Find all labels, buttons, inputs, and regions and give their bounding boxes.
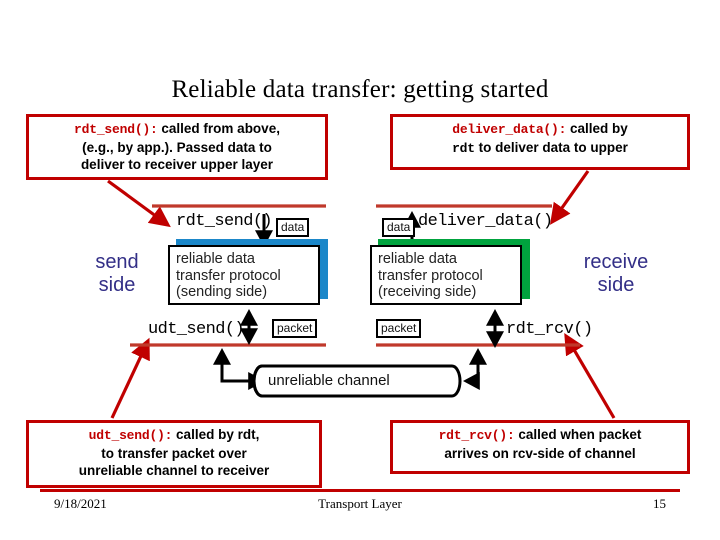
callout-text: to transfer packet over (101, 445, 247, 461)
callout-udt-send: udt_send(): called by rdt, to transfer p… (26, 420, 322, 488)
callout-rdt-rcv: rdt_rcv(): called when packet arrives on… (390, 420, 690, 474)
callout-text: called from above, (157, 121, 280, 136)
callout-rdt-send: rdt_send(): called from above, (e.g., by… (26, 114, 328, 180)
callout-text: deliver to receiver upper layer (80, 156, 274, 172)
callout-text: unreliable channel to receiver (78, 462, 270, 478)
tag-packet-left: packet (272, 319, 318, 338)
layer-separator-lines (130, 204, 580, 347)
callout-text: arrives on rcv-side of channel (444, 445, 636, 461)
label-rdt-rcv: rdt_rcv() (506, 320, 593, 339)
callout-line: rdt_send(): called from above, (33, 120, 321, 139)
callout-deliver-data: deliver_data(): called by rdt to deliver… (390, 114, 690, 170)
arrow-channel-right-elbow (462, 348, 487, 390)
footer-title: Transport Layer (318, 496, 402, 511)
protocol-line: reliable data (378, 251, 457, 267)
code-token-deliver-data: deliver_data(): (452, 122, 567, 137)
code-token-rdt-rcv: rdt_rcv(): (438, 428, 515, 443)
protocol-box-sending-side: reliable data transfer protocol (sending… (168, 245, 320, 305)
send-side-label: send side (82, 251, 152, 297)
code-token-rdt: rdt (452, 140, 475, 156)
leader-arrow-top-right (549, 170, 590, 225)
label-deliver-data: deliver_data() (418, 212, 553, 231)
callout-line: udt_send(): called by rdt, (33, 426, 315, 445)
leader-arrow-bottom-right (564, 332, 616, 419)
callout-line: rdt_rcv(): called when packet (397, 426, 683, 445)
callout-leader-arrows (107, 170, 616, 419)
callout-line: deliver_data(): called by (397, 120, 683, 139)
footer-date: 9/18/2021 (54, 496, 107, 511)
tag-data-left: data (276, 218, 310, 237)
receive-side-line1: receive (583, 251, 649, 273)
footer-page-number: 15 (653, 496, 666, 511)
callout-text: called by (566, 121, 628, 136)
callout-text: to deliver data to upper (474, 139, 628, 155)
footer-rule (40, 489, 680, 492)
send-side-line1: send (95, 251, 139, 273)
protocol-line: (sending side) (176, 284, 268, 301)
receive-side-line2: side (597, 274, 635, 297)
receive-side-label: receive side (570, 251, 662, 297)
page-title: Reliable data transfer: getting started (171, 76, 549, 103)
tag-data-right: data (382, 218, 416, 237)
callout-line: rdt to deliver data to upper (397, 139, 683, 158)
unreliable-channel-shape (252, 364, 462, 398)
protocol-line: reliable data (176, 251, 255, 267)
protocol-line: transfer protocol (378, 267, 483, 284)
callout-text: (e.g., by app.). Passed data to (82, 139, 272, 155)
code-token-rdt-send: rdt_send(): (74, 122, 158, 137)
callout-text: called when packet (514, 427, 642, 442)
leader-arrow-bottom-left (110, 337, 150, 419)
label-udt-send: udt_send() (148, 320, 245, 339)
callout-text: called by rdt, (172, 427, 260, 442)
protocol-line: transfer protocol (176, 267, 281, 284)
label-rdt-send: rdt_send() (176, 212, 273, 231)
unreliable-channel-label: unreliable channel (268, 372, 390, 389)
arrow-channel-left-elbow (213, 348, 266, 390)
send-side-line2: side (98, 274, 136, 297)
protocol-box-receiving-side: reliable data transfer protocol (receivi… (370, 245, 522, 305)
protocol-line: (receiving side) (378, 284, 477, 301)
leader-arrow-top-left (107, 179, 171, 228)
tag-packet-right: packet (376, 319, 422, 338)
code-token-udt-send: udt_send(): (88, 428, 173, 443)
